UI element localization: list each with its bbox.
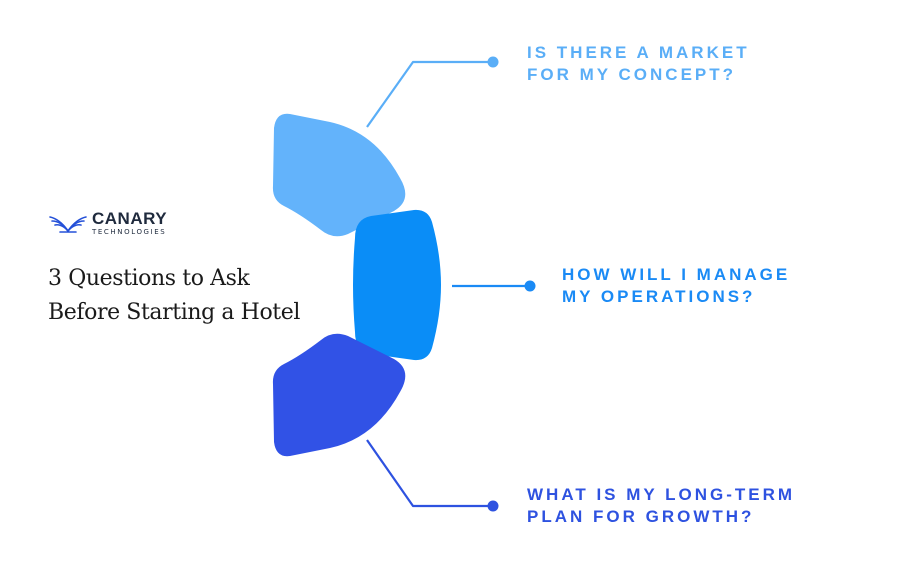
segment-bottom bbox=[272, 333, 406, 457]
question-operations-line-1: HOW WILL I MANAGE bbox=[562, 265, 791, 284]
canary-logo-icon bbox=[49, 216, 87, 233]
brand: CANARY TECHNOLOGIES bbox=[49, 210, 167, 236]
brand-subtitle: TECHNOLOGIES bbox=[92, 228, 167, 236]
question-growth-line-1: WHAT IS MY LONG-TERM bbox=[527, 485, 796, 504]
arc-segments bbox=[272, 113, 441, 457]
segment-middle bbox=[353, 209, 441, 361]
connector-middle-dot bbox=[524, 280, 536, 292]
question-growth: WHAT IS MY LONG-TERM PLAN FOR GROWTH? bbox=[527, 484, 795, 528]
question-market-line-2: FOR MY CONCEPT? bbox=[527, 65, 737, 84]
page-title-line-1: 3 Questions to Ask bbox=[48, 266, 250, 291]
brand-name: CANARY bbox=[92, 209, 168, 228]
connector-top bbox=[366, 60, 493, 128]
brand-text: CANARY TECHNOLOGIES bbox=[92, 210, 167, 236]
question-operations: HOW WILL I MANAGE MY OPERATIONS? bbox=[562, 264, 790, 308]
connector-bottom bbox=[366, 439, 493, 508]
question-market: IS THERE A MARKET FOR MY CONCEPT? bbox=[527, 42, 750, 86]
page-title: 3 Questions to Ask Before Starting a Hot… bbox=[48, 262, 300, 330]
question-operations-line-2: MY OPERATIONS? bbox=[562, 287, 756, 306]
question-growth-line-2: PLAN FOR GROWTH? bbox=[527, 507, 755, 526]
connector-top-dot bbox=[487, 56, 499, 68]
question-market-line-1: IS THERE A MARKET bbox=[527, 43, 750, 62]
segment-top bbox=[272, 113, 406, 237]
page-title-line-2: Before Starting a Hotel bbox=[48, 300, 301, 325]
connector-bottom-dot bbox=[487, 500, 499, 512]
connectors bbox=[366, 56, 536, 512]
